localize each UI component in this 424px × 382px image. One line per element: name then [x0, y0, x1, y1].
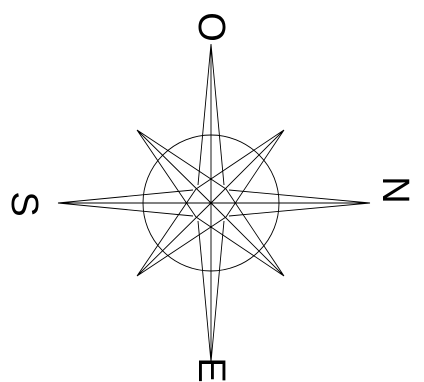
point-right	[211, 189, 371, 217]
label-bottom: E	[190, 357, 232, 382]
point-bottom	[197, 203, 225, 363]
point-upper-right	[195, 129, 285, 218]
label-left: S	[3, 191, 45, 216]
point-lower-right	[195, 188, 285, 277]
label-top: O	[190, 12, 232, 42]
cardinal-points	[57, 43, 371, 363]
point-left	[57, 189, 211, 217]
point-upper-left	[136, 129, 227, 218]
label-right: N	[374, 176, 416, 203]
point-top	[197, 43, 225, 203]
point-lower-left	[136, 188, 227, 277]
diagonal-points	[136, 129, 285, 277]
compass-rose	[57, 43, 371, 363]
